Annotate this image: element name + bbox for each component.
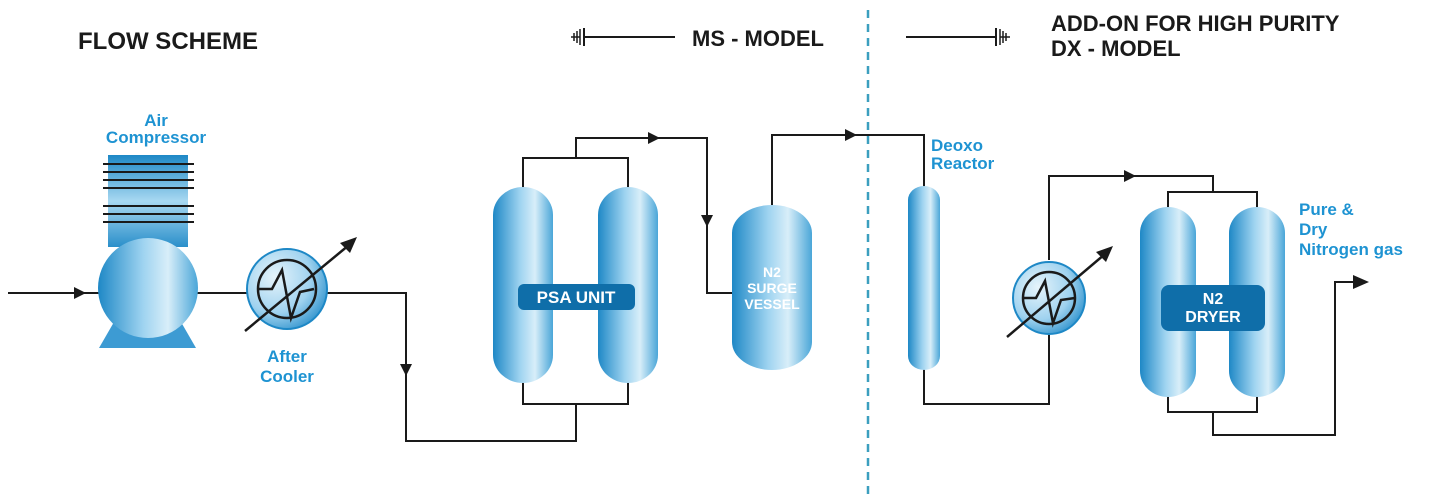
psa-unit-label-box [518, 284, 635, 310]
air-compressor-label-line-1: Air [144, 111, 168, 130]
output-label-line-3: Nitrogen gas [1299, 240, 1403, 259]
ms-model-range-indicator [571, 28, 675, 46]
arrow-output [1353, 275, 1369, 289]
after-cooler [244, 237, 357, 332]
output-label-line-2: Dry [1299, 220, 1328, 239]
dryer-label-line-2: DRYER [1185, 309, 1241, 326]
dryer-top-manifold [1167, 191, 1258, 210]
addon-title-line-2: DX - MODEL [1051, 36, 1181, 61]
arrow-down-to-surge [701, 215, 713, 227]
psa-top-manifold [522, 157, 629, 190]
arrow-inlet [74, 287, 86, 299]
dryer-label-box [1161, 285, 1265, 331]
output-label-line-1: Pure & [1299, 200, 1354, 219]
pipe-dryer-outlet [1212, 281, 1355, 436]
air-compressor [98, 155, 198, 348]
surge-vessel-label-line-2: SURGE [747, 280, 797, 296]
air-compressor-label-line-2: Compressor [106, 128, 207, 147]
n2-dryer [1140, 207, 1285, 397]
psa-unit-label: PSA UNIT [537, 288, 616, 307]
psa-bottom-manifold [522, 380, 629, 405]
pipe-surge-to-deoxo [771, 134, 925, 212]
deoxo-reactor [908, 186, 940, 370]
ms-model-label: MS - MODEL [692, 26, 824, 51]
arrow-psa-outlet [648, 132, 660, 144]
arrow-down-to-psa [400, 364, 412, 376]
after-cooler-label-line-1: After [267, 347, 307, 366]
arrow-to-deoxo [845, 129, 857, 141]
psa-unit [493, 187, 658, 383]
second-cooler [1006, 246, 1113, 338]
deoxo-label-line-2: Reactor [931, 154, 995, 173]
dryer-label-line-1: N2 [1203, 291, 1224, 308]
pipe-psa-to-surge [575, 137, 737, 294]
pipe-cooler-to-psa [326, 292, 577, 442]
surge-vessel-label-line-3: VESSEL [744, 296, 800, 312]
arrow-to-dryer [1124, 170, 1136, 182]
surge-vessel-label-line-1: N2 [763, 264, 781, 280]
deoxo-label-line-1: Deoxo [931, 136, 983, 155]
n2-surge-vessel [732, 205, 812, 370]
diagram-title: FLOW SCHEME [78, 28, 258, 55]
addon-title-line-1: ADD-ON FOR HIGH PURITY [1051, 11, 1340, 36]
after-cooler-label-line-2: Cooler [260, 367, 314, 386]
dx-model-range-indicator [906, 28, 1010, 46]
dryer-bottom-manifold [1167, 394, 1258, 413]
flow-arrows [74, 129, 1369, 376]
pipe-deoxo-to-cooler [923, 335, 1050, 405]
